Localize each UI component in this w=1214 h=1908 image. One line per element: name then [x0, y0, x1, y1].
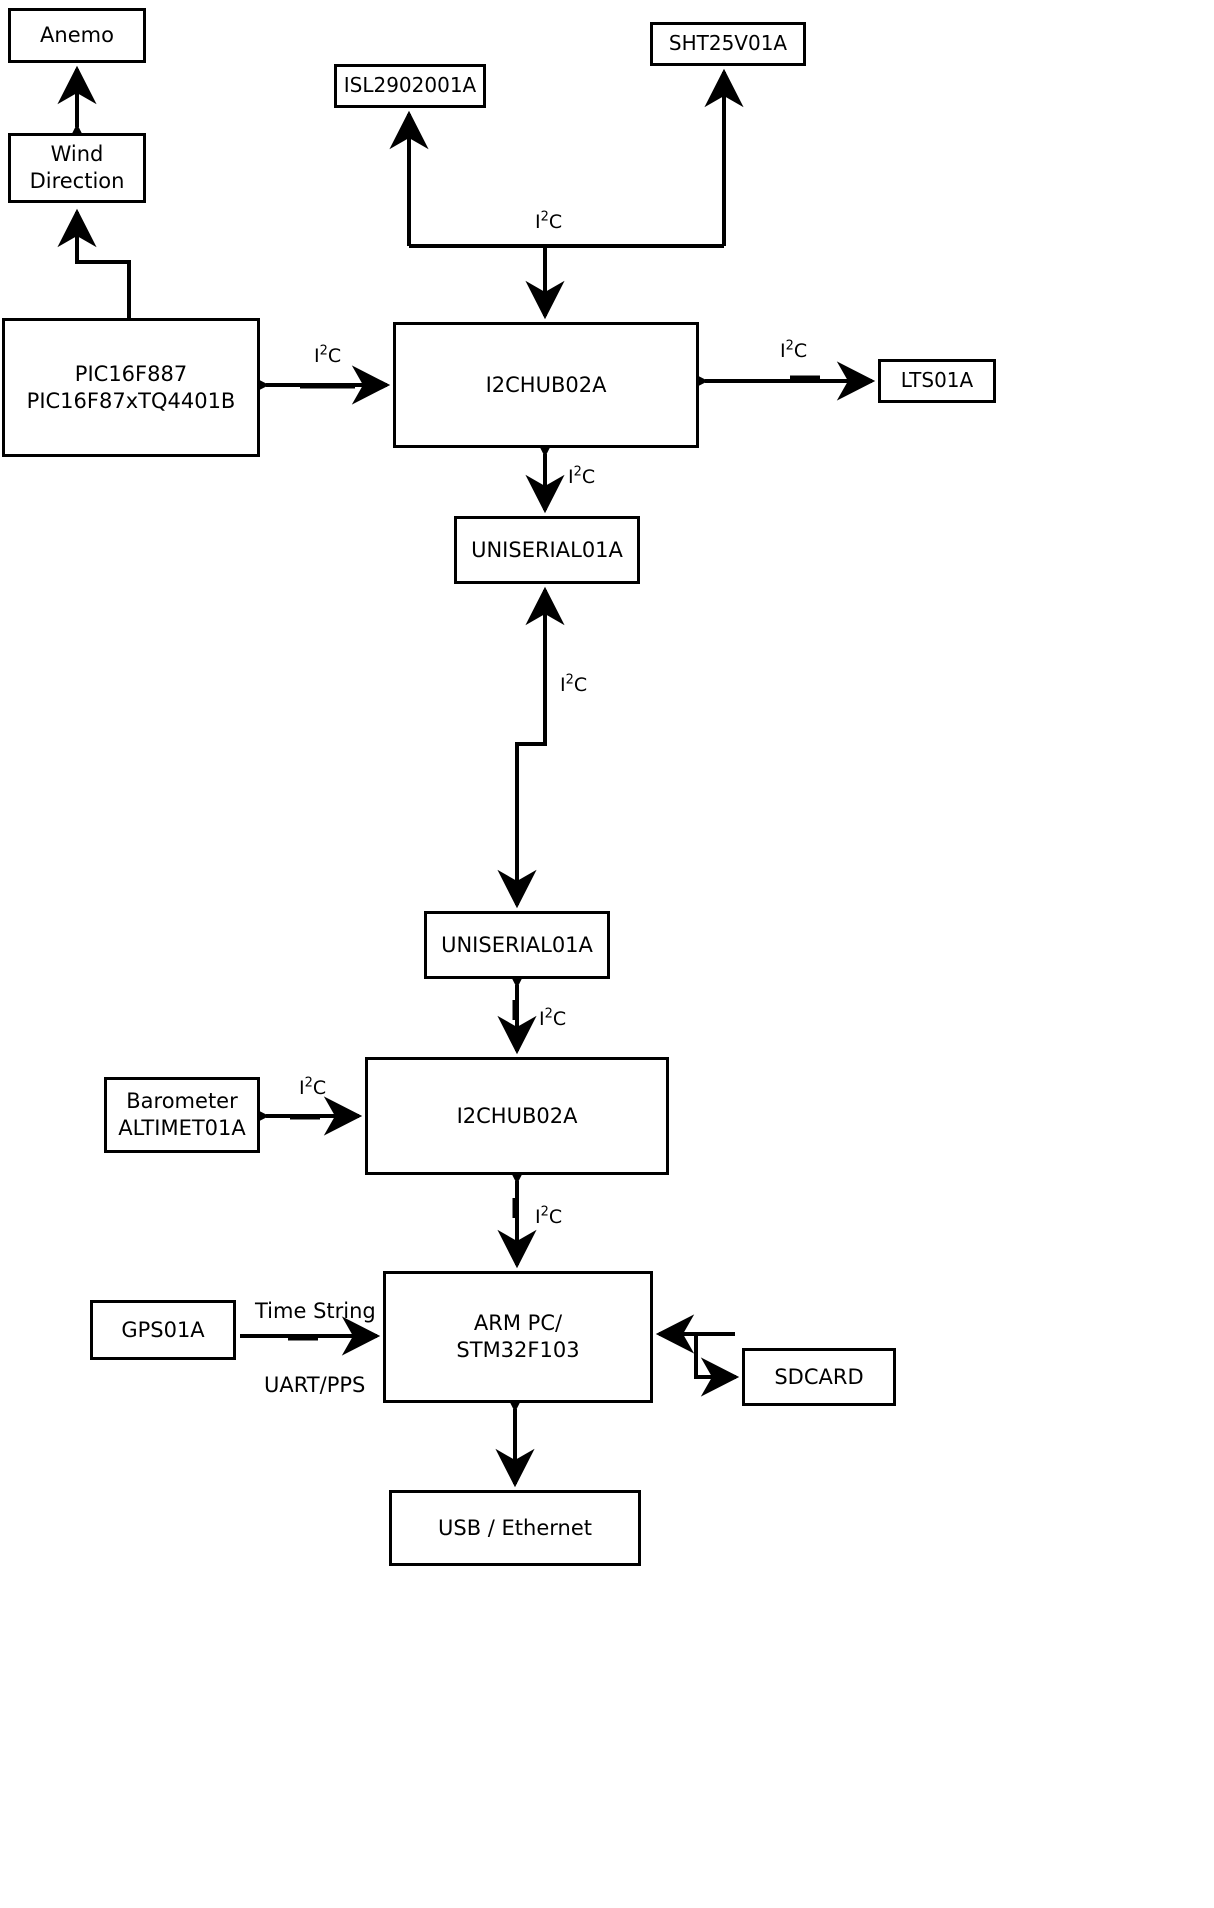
node-lts01a-label: LTS01A [900, 368, 974, 393]
edge-label-i2c-hub-arm: I2C [535, 1204, 563, 1228]
edge-label-i2c-uniserial-hubbottom: I2C [539, 1006, 567, 1030]
line-uniserial-link [497, 590, 547, 909]
edge-label-i2c-barometer-hub: I2C [299, 1075, 327, 1099]
edge-label-text: I [299, 1077, 305, 1099]
edge-label-suffix: C [793, 340, 808, 362]
node-i2chub02a-top[interactable]: I2CHUB02A [393, 322, 699, 448]
edge-label-suffix: C [552, 1008, 567, 1030]
edge-label-sup: 2 [544, 1006, 553, 1022]
edge-label-i2c-uniserial-link: I2C [560, 672, 588, 696]
edge-label-sup: 2 [304, 1075, 313, 1091]
edge-label-i2c-hub-uniserial: I2C [568, 464, 596, 488]
edge-label-suffix: C [312, 1077, 327, 1099]
edge-label-time-string: Time String [255, 1299, 376, 1323]
node-uniserial01a-lower-label: UNISERIAL01A [441, 932, 593, 957]
node-wind-direction[interactable]: Wind Direction [8, 133, 146, 203]
node-barometer-altimet01a-label: Barometer ALTIMET01A [118, 1089, 246, 1140]
node-usb-ethernet-label: USB / Ethernet [438, 1515, 592, 1540]
edge-label-suffix: C [573, 674, 588, 696]
node-anemo[interactable]: Anemo [8, 8, 146, 63]
node-gps01a-label: GPS01A [121, 1317, 205, 1342]
edge-label-sup: 2 [540, 1204, 549, 1220]
node-barometer-altimet01a[interactable]: Barometer ALTIMET01A [104, 1077, 260, 1153]
node-usb-ethernet[interactable]: USB / Ethernet [389, 1490, 641, 1566]
node-sdcard-label: SDCARD [774, 1364, 864, 1389]
edge-label-i2c-top-bus: I2C [535, 209, 563, 233]
edge-label-text: I [314, 345, 320, 367]
edge-label-text: I [780, 340, 786, 362]
edge-label-sup: 2 [565, 672, 574, 688]
edge-label-text: I [568, 466, 574, 488]
node-uniserial01a-lower[interactable]: UNISERIAL01A [424, 911, 610, 979]
node-gps01a[interactable]: GPS01A [90, 1300, 236, 1360]
edge-label-suffix: C [548, 1206, 563, 1228]
edge-label-sup: 2 [540, 209, 549, 225]
node-i2chub02a-bottom-label: I2CHUB02A [456, 1103, 578, 1128]
node-isl2902001a[interactable]: ISL2902001A [334, 64, 486, 108]
edge-label-text: I [535, 211, 541, 233]
edge-label-suffix: C [548, 211, 563, 233]
node-sht25v01a-label: SHT25V01A [668, 31, 788, 56]
line-arm-sdcard-in [694, 1332, 740, 1397]
node-pic-microcontroller-label: PIC16F887 PIC16F87xTQ4401B [26, 361, 236, 413]
edge-label-text: I [560, 674, 566, 696]
edge-label-sup: 2 [319, 343, 328, 359]
node-wind-direction-label: Wind Direction [29, 142, 125, 193]
node-sdcard[interactable]: SDCARD [742, 1348, 896, 1406]
node-anemo-label: Anemo [40, 23, 114, 48]
node-i2chub02a-bottom[interactable]: I2CHUB02A [365, 1057, 669, 1175]
edge-label-i2c-pic-hub: I2C [314, 343, 342, 367]
edge-label-suffix: C [327, 345, 342, 367]
node-arm-pc-stm32f103[interactable]: ARM PC/ STM32F103 [383, 1271, 653, 1403]
node-pic-microcontroller[interactable]: PIC16F887 PIC16F87xTQ4401B [2, 318, 260, 457]
edge-label-sup: 2 [785, 338, 794, 354]
node-i2chub02a-top-label: I2CHUB02A [485, 372, 607, 397]
node-isl2902001a-label: ISL2902001A [343, 73, 477, 98]
node-arm-pc-stm32f103-label: ARM PC/ STM32F103 [456, 1311, 580, 1362]
edge-label-text: I [539, 1008, 545, 1030]
node-lts01a[interactable]: LTS01A [878, 359, 996, 403]
line-pic-wind [57, 208, 131, 318]
edge-label-uart-pps: UART/PPS [264, 1373, 366, 1397]
edge-label-suffix: C [581, 466, 596, 488]
edge-label-text: I [535, 1206, 541, 1228]
node-uniserial01a-upper-label: UNISERIAL01A [471, 537, 623, 562]
node-sht25v01a[interactable]: SHT25V01A [650, 22, 806, 66]
edge-label-i2c-hub-lts: I2C [780, 338, 808, 362]
edge-label-sup: 2 [573, 464, 582, 480]
node-uniserial01a-upper[interactable]: UNISERIAL01A [454, 516, 640, 584]
